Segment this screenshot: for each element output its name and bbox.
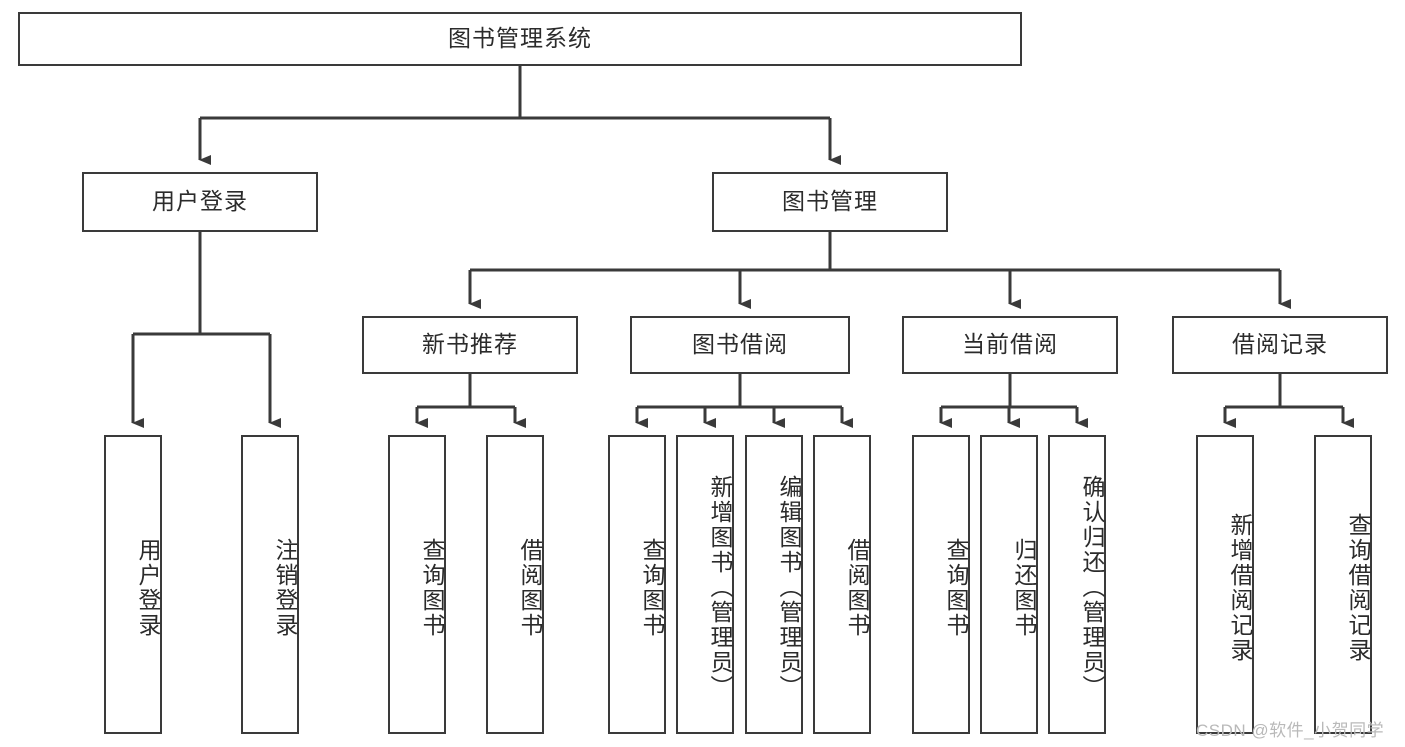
node-new-book-recommend[interactable]: 新书推荐 [362, 316, 578, 374]
node-borrow-record[interactable]: 借阅记录 [1172, 316, 1388, 374]
leaf-user-login[interactable]: 用户登录 [104, 435, 162, 734]
node-book-borrow[interactable]: 图书借阅 [630, 316, 850, 374]
node-user-login[interactable]: 用户登录 [82, 172, 318, 232]
leaf-confirm-return-admin[interactable]: 确认归还（管理员） [1048, 435, 1106, 734]
leaf-user-logout[interactable]: 注销登录 [241, 435, 299, 734]
leaf-add-borrow-record[interactable]: 新增借阅记录 [1196, 435, 1254, 734]
leaf-borrow-book-recommend[interactable]: 借阅图书 [486, 435, 544, 734]
watermark-text: CSDN @软件_小贺同学 [1196, 721, 1385, 740]
node-current-borrow[interactable]: 当前借阅 [902, 316, 1118, 374]
leaf-edit-book-admin[interactable]: 编辑图书（管理员） [745, 435, 803, 734]
node-book-manage[interactable]: 图书管理 [712, 172, 948, 232]
leaf-borrow-book[interactable]: 借阅图书 [813, 435, 871, 734]
node-root[interactable]: 图书管理系统 [18, 12, 1022, 66]
leaf-query-book-borrow[interactable]: 查询图书 [608, 435, 666, 734]
leaf-add-book-admin[interactable]: 新增图书（管理员） [676, 435, 734, 734]
leaf-query-borrow-record[interactable]: 查询借阅记录 [1314, 435, 1372, 734]
leaf-return-book[interactable]: 归还图书 [980, 435, 1038, 734]
leaf-query-book-recommend[interactable]: 查询图书 [388, 435, 446, 734]
leaf-query-book-current[interactable]: 查询图书 [912, 435, 970, 734]
